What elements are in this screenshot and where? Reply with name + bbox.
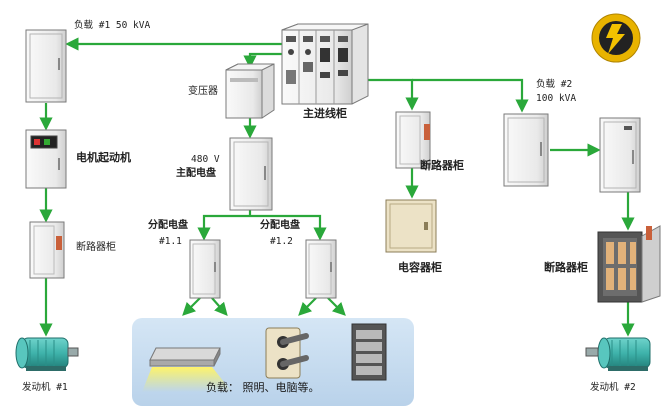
- motor-starter-cabinet: [25, 129, 67, 189]
- subpanel-1-2: [305, 239, 337, 299]
- connector-main-to-breaker-mid: [366, 78, 419, 111]
- motor-starter-label: 电机起动机: [76, 151, 131, 164]
- light-fixture-icon: [142, 347, 232, 392]
- main-panel-label: 主配电盘: [176, 168, 216, 179]
- capacitor-label: 电容器柜: [398, 261, 442, 274]
- subpanel-1-1-id: #1.1: [159, 236, 182, 247]
- load2-name-label: 负载 #2: [536, 79, 573, 90]
- subpanel-1-2-id: #1.2: [270, 236, 293, 247]
- lightning-bolt-icon: [591, 13, 641, 63]
- main-distribution-panel: [229, 137, 273, 211]
- power-outlet-icon: [265, 327, 309, 379]
- connector-sub1-to-loads: [182, 297, 201, 316]
- breaker-left-label: 断路器柜: [76, 242, 116, 253]
- breaker-right-label: 断路器柜: [544, 261, 588, 274]
- transformer: [225, 63, 275, 119]
- load2-kva-label: 100 kVA: [536, 93, 577, 104]
- right-cabinet: [599, 117, 641, 193]
- breaker-left-cabinet: [29, 221, 65, 279]
- connector-main-to-transformer: [243, 52, 282, 69]
- generator2-label: 发动机 #2: [590, 382, 636, 393]
- connectors: [39, 37, 635, 337]
- transformer-label: 变压器: [188, 86, 218, 97]
- subpanel-1-1: [189, 239, 221, 299]
- connector-sub2-to-loads: [298, 297, 317, 316]
- breaker-right-cabinet: [597, 225, 661, 303]
- load2-cabinet: [503, 113, 549, 187]
- load1-cabinet: [25, 29, 67, 103]
- server-rack-icon: [351, 323, 387, 381]
- loads-caption: 负载： 照明、电脑等。: [206, 381, 320, 394]
- main-incoming-label: 主进线柜: [303, 107, 347, 120]
- main-incoming-switchgear: [281, 23, 369, 105]
- subpanel-1-1-name: 分配电盘: [148, 220, 188, 231]
- generator1-motor: [15, 337, 79, 371]
- breaker-mid-label: 断路器柜: [420, 159, 464, 172]
- connector-main-to-load2: [412, 78, 529, 113]
- capacitor-cabinet: [385, 199, 437, 253]
- generator2-motor: [585, 337, 651, 371]
- breaker-mid-cabinet: [395, 111, 431, 169]
- load1-label: 负载 #1 50 kVA: [74, 20, 151, 31]
- generator1-label: 发动机 #1: [22, 382, 68, 393]
- subpanel-1-2-name: 分配电盘: [260, 220, 300, 231]
- voltage-label: 480 V: [191, 154, 220, 165]
